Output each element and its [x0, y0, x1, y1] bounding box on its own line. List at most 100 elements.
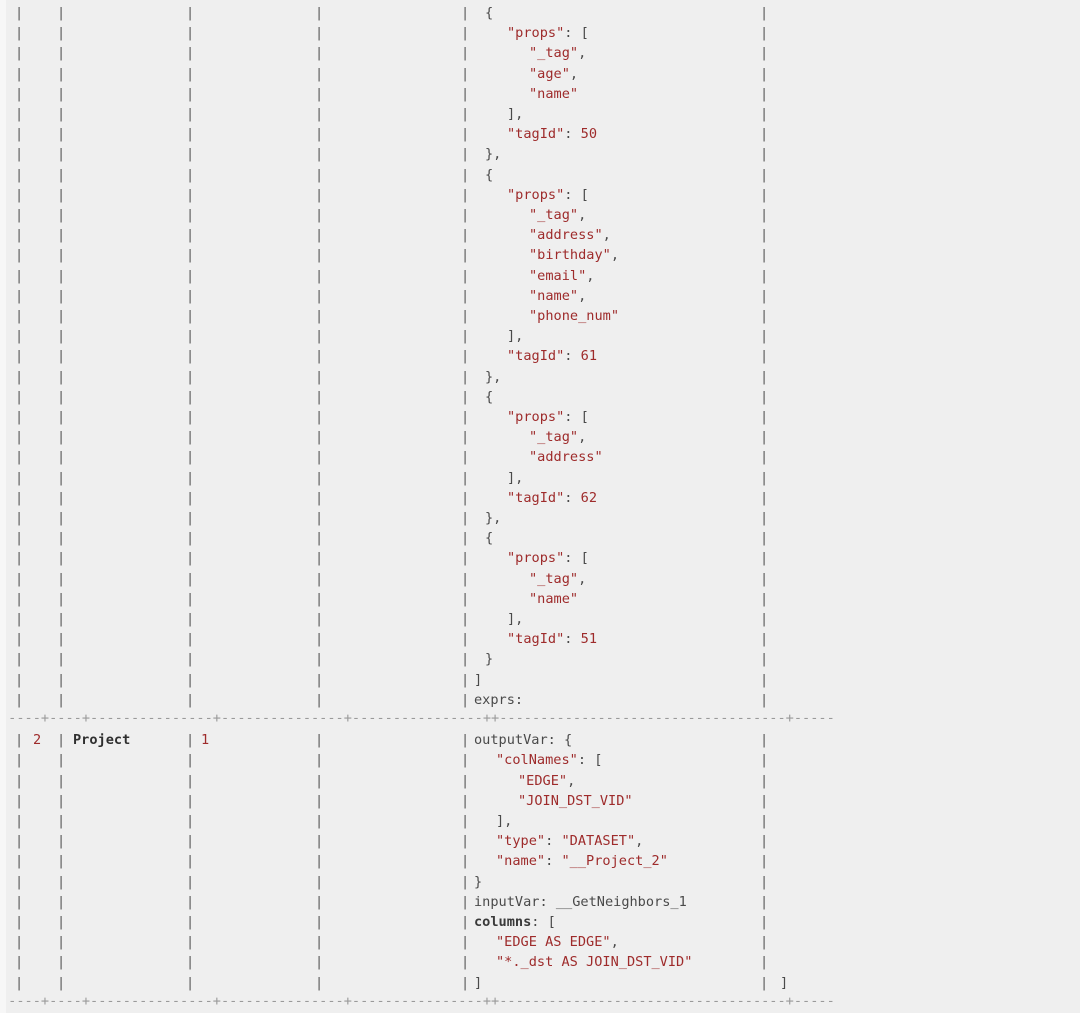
column-separator-0: |: [15, 752, 24, 769]
column-separator-0: |: [15, 833, 24, 850]
column-separator-1: |: [57, 934, 66, 951]
cell-operator-info-line: ]: [474, 973, 482, 993]
column-separator-2: |: [186, 954, 195, 971]
token-str: "_tag": [529, 429, 579, 446]
token-punct: {: [485, 5, 494, 21]
token-punct: ,: [578, 45, 587, 62]
column-separator-3: |: [315, 954, 324, 971]
column-separator-4: |: [461, 732, 470, 749]
column-separator-3: |: [315, 469, 324, 486]
cell-operator-info-line: },: [485, 367, 501, 387]
cell-operator-info-line: {: [485, 528, 493, 548]
column-separator-0: |: [15, 893, 24, 910]
cell-operator-info-line: ],: [507, 468, 523, 488]
column-separator-5: |: [760, 106, 769, 122]
column-separator-5: |: [760, 25, 769, 42]
column-separator-1: |: [57, 570, 66, 587]
cell-operator-info-line: outputVar: {: [474, 730, 572, 750]
column-separator-3: |: [315, 106, 324, 122]
cell-operator-info-line: "props": [: [507, 548, 589, 568]
token-punct: : [: [531, 914, 556, 930]
column-separator-3: |: [315, 792, 324, 809]
column-separator-3: |: [315, 247, 324, 264]
cell-operator-info-line: ]: [474, 670, 482, 690]
token-str: "EDGE AS EDGE": [496, 934, 611, 951]
column-separator-4: |: [461, 530, 470, 547]
column-separator-0: |: [15, 489, 24, 506]
column-separator-0: |: [15, 186, 24, 203]
column-separator-3: |: [315, 590, 324, 607]
cell-operator-info-line: "name": "__Project_2": [496, 851, 668, 871]
column-separator-3: |: [315, 328, 324, 345]
column-separator-3: |: [315, 833, 324, 850]
column-separator-0: |: [15, 671, 24, 688]
column-separator-2: |: [186, 893, 195, 910]
token-num: 51: [580, 631, 598, 648]
column-separator-2: |: [186, 651, 195, 668]
token-punct: ,: [578, 570, 587, 587]
column-separator-5: |: [760, 45, 769, 62]
token-str: "JOIN_DST_VID": [518, 792, 633, 809]
column-separator-1: |: [57, 146, 66, 163]
column-separator-3: |: [315, 348, 324, 365]
token-str: "props": [507, 25, 565, 42]
token-str: "tagId": [507, 348, 565, 365]
column-separator-5: |: [760, 631, 769, 648]
cell-operator-info-line: "tagId": 61: [507, 346, 597, 366]
token-punct: :: [545, 853, 562, 870]
column-separator-4: |: [461, 954, 470, 971]
token-punct: :: [564, 631, 581, 648]
column-separator-3: |: [315, 227, 324, 244]
column-separator-2: |: [186, 792, 195, 809]
column-separator-4: |: [461, 974, 470, 991]
column-separator-5: |: [760, 5, 769, 21]
column-separator-2: |: [186, 570, 195, 587]
column-separator-4: |: [461, 873, 470, 890]
column-separator-5: |: [760, 873, 769, 890]
column-separator-4: |: [461, 267, 470, 284]
column-separator-5: |: [760, 510, 769, 526]
token-num: 61: [580, 348, 598, 365]
column-separator-5: |: [760, 772, 769, 789]
column-separator-5: |: [760, 409, 769, 425]
token-punct: ,: [578, 207, 587, 223]
column-separator-0: |: [15, 207, 24, 223]
column-separator-5: |: [760, 934, 769, 951]
column-separator-2: |: [186, 550, 195, 567]
column-separator-3: |: [315, 974, 324, 991]
column-separator-3: |: [315, 25, 324, 42]
column-separator-2: |: [186, 186, 195, 203]
column-separator-0: |: [15, 914, 24, 930]
token-punct: ],: [496, 813, 513, 829]
column-separator-1: |: [57, 106, 66, 122]
column-separator-3: |: [315, 5, 324, 21]
column-separator-4: |: [461, 772, 470, 789]
column-separator-4: |: [461, 833, 470, 850]
token-punct: : [: [564, 186, 589, 203]
cell-operator-info-line: "age",: [529, 64, 578, 84]
column-separator-4: |: [461, 550, 470, 567]
token-punct: ,: [578, 287, 587, 304]
column-separator-2: |: [186, 5, 195, 21]
token-str: "name": [529, 590, 579, 607]
token-punct: ,: [569, 65, 579, 82]
column-separator-5: |: [760, 590, 769, 607]
column-separator-4: |: [461, 449, 470, 466]
token-punct: :: [564, 348, 581, 365]
token-plain: inputVar: __GetNeighbors_1: [474, 893, 687, 910]
column-separator-3: |: [315, 267, 324, 284]
column-separator-5: |: [760, 651, 769, 668]
column-separator-1: |: [57, 550, 66, 567]
left-gutter-strip: [0, 0, 6, 1013]
column-separator-3: |: [315, 207, 324, 223]
token-opname: Project: [73, 732, 131, 749]
column-separator-5: |: [760, 267, 769, 284]
column-separator-4: |: [461, 489, 470, 506]
column-separator-1: |: [57, 813, 66, 829]
column-separator-4: |: [461, 308, 470, 324]
column-separator-2: |: [186, 833, 195, 850]
cell-operator-info-line: "tagId": 51: [507, 629, 597, 649]
column-separator-4: |: [461, 348, 470, 365]
token-punct: : [: [564, 550, 589, 567]
column-separator-3: |: [315, 691, 324, 708]
